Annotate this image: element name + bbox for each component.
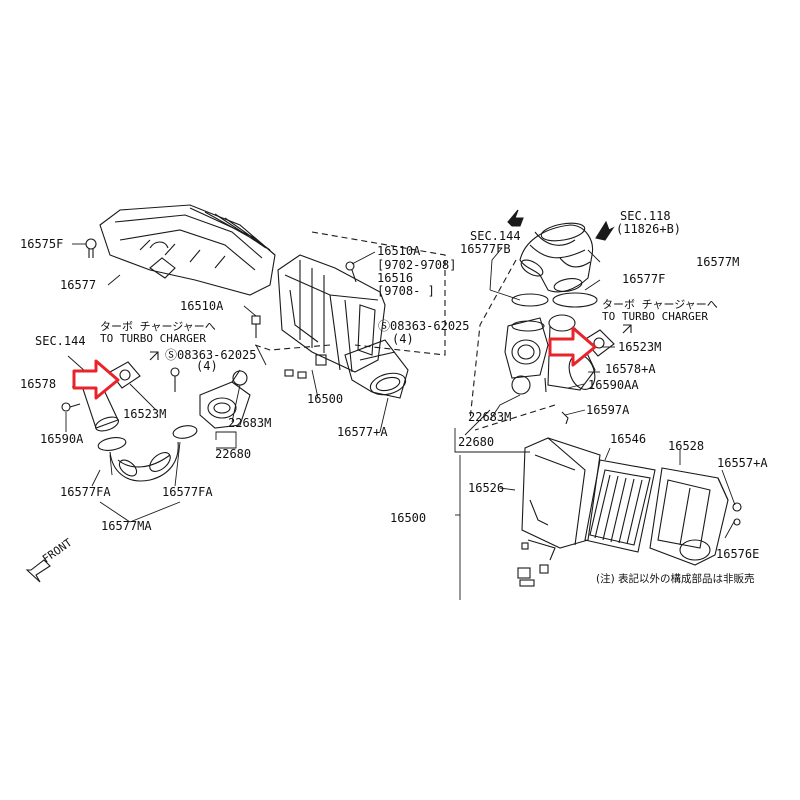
clamp-16577FB [511, 293, 549, 307]
part-label-9708: [9708- ] [377, 284, 435, 298]
gasket-16523M-right [583, 329, 615, 357]
part-label-16597A: 16597A [586, 403, 630, 417]
part-label-22680-left: 22680 [215, 447, 252, 461]
part-label-9702: [9702-9708] [377, 258, 457, 272]
duct-16577A [344, 339, 409, 399]
screw-label-mid: Ⓢ08363-62025 [378, 319, 470, 333]
maf-body-22680 [199, 369, 251, 429]
part-label-16546: 16546 [610, 432, 647, 446]
air-cleaner-cover-16528 [649, 467, 729, 566]
part-label-16510A-top: 16510A [377, 244, 421, 258]
turbo-jp-label-right: ターボ チャージャーへ [602, 298, 718, 311]
part-label-22683M-left: 22683M [228, 416, 272, 430]
part-label-16577: 16577 [60, 278, 97, 292]
part-label-16523M-right: 16523M [618, 340, 662, 354]
screw-number-mid: 08363-62025 [390, 319, 470, 333]
part-label-16590A: 16590A [40, 432, 84, 446]
part-label-16577FB: 16577FB [460, 242, 511, 256]
part-label-16577FA-2: 16577FA [162, 485, 213, 499]
turbo-en-label-right: TO TURBO CHARGER [602, 310, 708, 323]
gasket-16523M-left [109, 361, 141, 389]
part-label-16500-mid: 16500 [307, 392, 344, 406]
part-label-16575F: 16575F [20, 237, 64, 251]
assembly-dashed-outline [311, 231, 446, 356]
sec118-label: SEC.118 [620, 209, 671, 223]
ref-11826-label: (11826+B) [616, 222, 682, 236]
part-label-16523M-left: 16523M [123, 407, 167, 421]
hose-16577MA [97, 425, 198, 482]
sec144-arrow [507, 209, 524, 227]
part-label-16557A: 16557+A [717, 456, 768, 470]
part-label-16526: 16526 [468, 481, 505, 495]
screw-label-left: Ⓢ08363-62025 [165, 348, 257, 362]
qty-label-left: (4) [196, 359, 218, 373]
sec144-label-left: SEC.144 [35, 334, 86, 348]
part-label-16578: 16578 [20, 377, 57, 391]
air-cleaner-case-16526 [521, 437, 601, 561]
turbo-en-label-left: TO TURBO CHARGER [100, 332, 206, 345]
bolt-16590AA [544, 377, 547, 393]
qty-label-mid: (4) [392, 332, 414, 346]
air-cleaner-housing-mid [277, 254, 386, 379]
turbo-jp-label-left: ターボ チャージャーへ [100, 320, 216, 333]
part-label-22680-right: 22680 [458, 435, 495, 449]
right-dashed-outline [469, 259, 517, 421]
clip-16576E [733, 518, 741, 526]
bolt-16590A [61, 402, 81, 412]
hose-16577M [519, 222, 594, 293]
sec118-arrow [595, 220, 615, 241]
filter-element-16546 [584, 459, 656, 553]
bolt-16510A-top [345, 261, 357, 283]
leader-lines-left [65, 243, 389, 523]
part-label-16500-right: 16500 [390, 511, 427, 525]
part-label-16528: 16528 [668, 439, 705, 453]
part-label-16576E: 16576E [716, 547, 760, 561]
clip-16597A [561, 411, 569, 425]
part-label-16578A: 16578+A [605, 362, 656, 376]
part-label-16577M: 16577M [696, 255, 740, 269]
part-label-16590AA: 16590AA [588, 378, 639, 392]
right-dashed-outline-2 [474, 404, 556, 431]
red-arrow-left [72, 359, 120, 400]
grommets [517, 564, 549, 587]
part-label-16577FA-1: 16577FA [60, 485, 111, 499]
intake-scoop-16577 [99, 204, 276, 296]
part-label-22683M-right: 22683M [468, 410, 512, 424]
dashed-leader [254, 344, 331, 351]
screw-number-left: 08363-62025 [177, 348, 257, 362]
not-sold-note: (注) 表記以外の構成部品は非販売 [596, 573, 755, 585]
bolt-left [170, 367, 180, 392]
clamp-16577F [552, 292, 598, 308]
leader-lines-right [454, 247, 736, 539]
part-label-16577A: 16577+A [337, 425, 388, 439]
bracket-16500-right [455, 455, 461, 600]
part-label-16516: 16516 [377, 271, 414, 285]
part-label-16577MA: 16577MA [101, 519, 152, 533]
sec144-label-right: SEC.144 [470, 229, 521, 243]
bolt-16557A [732, 502, 742, 512]
maf-body-right [504, 317, 549, 395]
turbo-direction-arrow-left [149, 351, 159, 361]
part-label-16510A: 16510A [180, 299, 224, 313]
part-label-16577F: 16577F [622, 272, 666, 286]
turbo-direction-arrow-right [622, 324, 632, 334]
front-arrow [25, 559, 51, 583]
red-arrow-right [548, 326, 597, 367]
